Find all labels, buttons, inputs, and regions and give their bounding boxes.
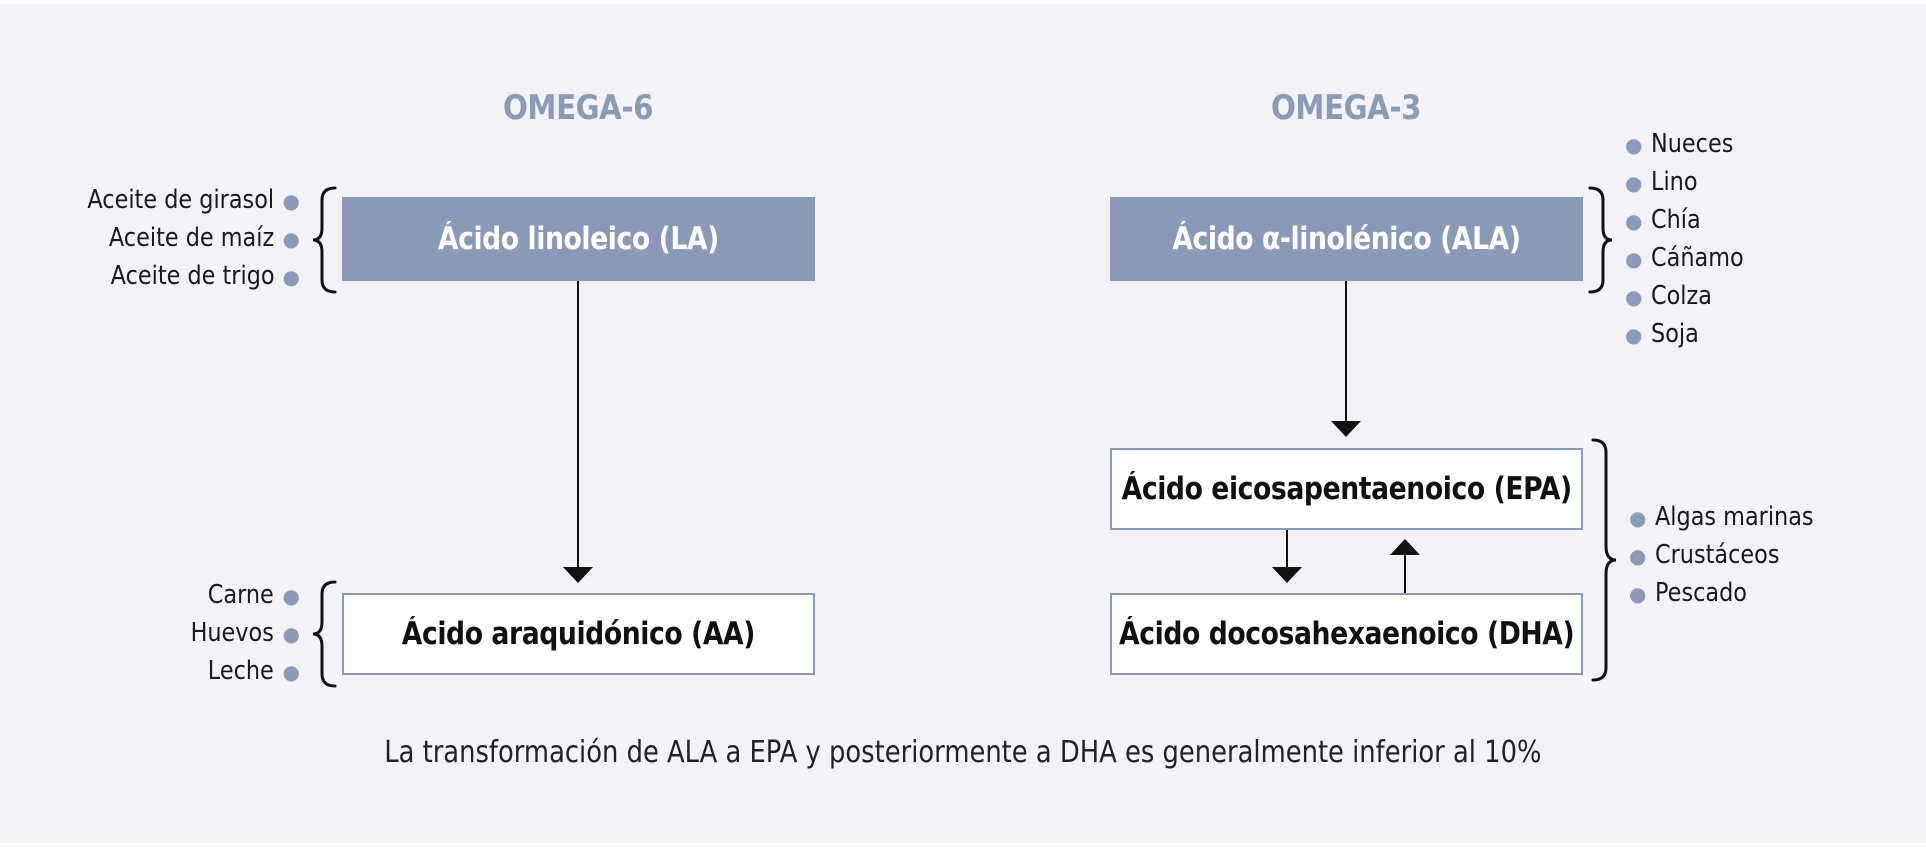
bullet-icon: ● [1629, 582, 1647, 606]
list-item: Aceite de girasol ● [87, 185, 300, 215]
epa-to-dha-arrow [1272, 530, 1302, 583]
la-label: Ácido linoleico (LA) [438, 221, 719, 257]
ala-sources-list: ● Nueces ● Lino ● Chía ● Cáñamo ● Colza … [1625, 126, 1758, 354]
epa-dha-sources-brace [1591, 438, 1617, 682]
dha-label: Ácido docosahexaenoico (DHA) [1118, 616, 1575, 652]
bullet-icon: ● [1625, 285, 1643, 309]
bullet-icon: ● [1625, 171, 1643, 195]
list-item: Huevos ● [190, 618, 300, 648]
epa-label: Ácido eicosapentaenoico (EPA) [1121, 471, 1572, 507]
bullet-icon: ● [282, 265, 300, 289]
list-item: ● Chía [1625, 205, 1701, 235]
list-item: Aceite de maíz ● [108, 223, 300, 253]
epa-dha-sources-list: ● Algas marinas ● Crustáceos ● Pescado [1629, 499, 1839, 613]
bullet-icon: ● [1629, 506, 1647, 530]
bullet-icon: ● [1625, 209, 1643, 233]
epa-box: Ácido eicosapentaenoico (EPA) [1110, 448, 1583, 530]
bullet-icon: ● [1629, 544, 1647, 568]
ala-to-epa-arrow [1331, 281, 1361, 437]
list-item: Aceite de trigo ● [110, 261, 300, 291]
ala-label: Ácido α-linolénico (ALA) [1172, 221, 1521, 257]
bullet-icon: ● [1625, 133, 1643, 157]
bullet-icon: ● [1625, 247, 1643, 271]
list-item: ● Lino [1625, 167, 1698, 197]
aa-sources-brace [312, 580, 337, 688]
la-box: Ácido linoleico (LA) [342, 197, 815, 281]
bullet-icon: ● [282, 189, 300, 213]
ala-box: Ácido α-linolénico (ALA) [1110, 197, 1583, 281]
la-to-aa-arrow [563, 281, 593, 583]
omega6-heading: OMEGA-6 [502, 88, 654, 128]
list-item: ● Soja [1625, 319, 1699, 349]
list-item: ● Crustáceos [1629, 540, 1780, 570]
la-sources-list: Aceite de girasol ● Aceite de maíz ● Ace… [57, 182, 300, 296]
la-sources-brace [312, 186, 337, 294]
list-item: Carne ● [208, 580, 300, 610]
bullet-icon: ● [282, 584, 300, 608]
list-item: ● Cáñamo [1625, 243, 1744, 273]
list-item: ● Nueces [1625, 129, 1734, 159]
footnote: La transformación de ALA a EPA y posteri… [384, 735, 1542, 770]
list-item: ● Colza [1625, 281, 1712, 311]
bullet-icon: ● [282, 660, 300, 684]
dha-to-epa-arrow [1390, 539, 1420, 593]
bullet-icon: ● [282, 622, 300, 646]
aa-box: Ácido araquidónico (AA) [342, 593, 815, 675]
aa-label: Ácido araquidónico (AA) [401, 616, 756, 652]
list-item: ● Pescado [1629, 578, 1747, 608]
diagram-canvas [0, 4, 1926, 843]
bullet-icon: ● [1625, 323, 1643, 347]
list-item: Leche ● [208, 656, 300, 686]
dha-box: Ácido docosahexaenoico (DHA) [1110, 593, 1583, 675]
list-item: ● Algas marinas [1629, 502, 1814, 532]
ala-sources-brace [1588, 186, 1613, 294]
aa-sources-list: Carne ● Huevos ● Leche ● [177, 577, 300, 691]
omega3-heading: OMEGA-3 [1270, 88, 1422, 128]
bullet-icon: ● [282, 227, 300, 251]
